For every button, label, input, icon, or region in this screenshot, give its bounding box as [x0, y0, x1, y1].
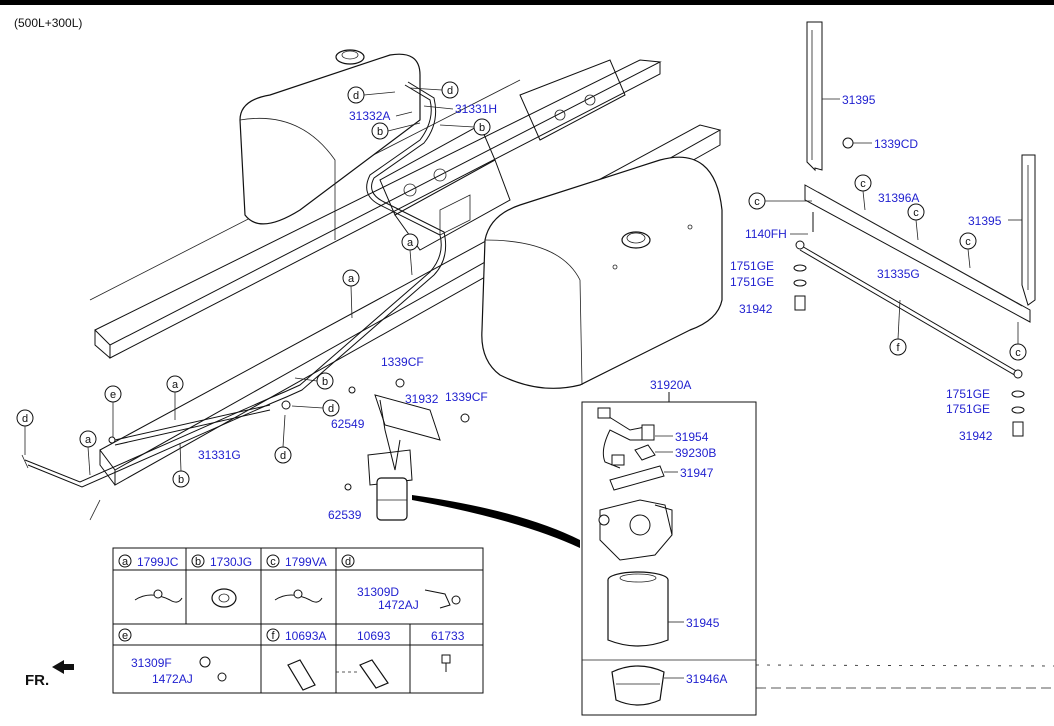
fuel-lines: [21, 81, 447, 488]
filter-bracket: [348, 378, 470, 471]
chassis-frame: [89, 59, 722, 521]
part-31920A: 31920A: [650, 378, 691, 392]
part-1339CD: 1339CD: [874, 137, 918, 151]
legend-a-part: 1799JC: [137, 555, 179, 569]
part-1140FH: 1140FH: [745, 227, 787, 241]
front-direction-label: FR.: [25, 672, 49, 689]
part-31331G: 31331G: [198, 448, 241, 462]
legend-col3-part: 61733: [431, 629, 465, 643]
svg-text:b: b: [195, 556, 201, 568]
svg-text:d: d: [353, 90, 359, 102]
top-border: [0, 0, 1054, 5]
svg-text:a: a: [122, 556, 129, 568]
filter-detail-box: [581, 392, 1054, 716]
legend-e-part2: 1472AJ: [152, 672, 193, 686]
svg-text:b: b: [322, 376, 328, 388]
front-arrow-icon: [52, 660, 74, 674]
svg-text:c: c: [754, 196, 760, 208]
svg-text:b: b: [178, 474, 184, 486]
svg-text:d: d: [328, 403, 334, 415]
fuel-tank-500l: [239, 49, 421, 240]
part-1751GE-2: 1751GE: [730, 275, 774, 289]
part-31932: 31932: [405, 392, 439, 406]
svg-text:d: d: [345, 556, 351, 568]
legend-d-part2: 1472AJ: [378, 598, 419, 612]
part-31396A: 31396A: [878, 191, 919, 205]
part-31946A: 31946A: [686, 672, 727, 686]
part-1339CF-2: 1339CF: [445, 390, 488, 404]
svg-text:a: a: [85, 434, 92, 446]
variant-label: (500L+300L): [14, 16, 82, 30]
part-1751GE-4: 1751GE: [946, 402, 990, 416]
svg-text:e: e: [122, 630, 128, 642]
part-62539: 62539: [328, 508, 362, 522]
part-31954: 31954: [675, 430, 709, 444]
svg-text:a: a: [348, 273, 355, 285]
part-31942-2: 31942: [959, 429, 993, 443]
legend-e-part1: 31309F: [131, 656, 172, 670]
svg-text:c: c: [270, 556, 276, 568]
legend-col2-part: 10693: [357, 629, 391, 643]
legend-table: a 1799JC b 1730JG c 1799VA d 31309D 1472…: [112, 547, 484, 694]
svg-text:e: e: [110, 389, 116, 401]
part-1751GE-1: 1751GE: [730, 259, 774, 273]
fuel-filter-mounted: [344, 449, 413, 521]
part-31332A: 31332A: [349, 109, 390, 123]
svg-text:a: a: [407, 237, 414, 249]
part-31395-top: 31395: [842, 93, 876, 107]
part-31335G: 31335G: [877, 267, 920, 281]
svg-text:c: c: [913, 207, 919, 219]
svg-text:b: b: [479, 122, 485, 134]
detail-pointer: [412, 495, 580, 548]
legend-c-part: 1799VA: [285, 555, 327, 569]
svg-text:f: f: [896, 342, 900, 354]
svg-text:c: c: [860, 178, 866, 190]
legend-f-part: 10693A: [285, 629, 326, 643]
callout-markers: d d b b a a b d a e d a b d c c c c f c: [16, 81, 1027, 488]
svg-text:d: d: [280, 450, 286, 462]
part-62549: 62549: [331, 417, 365, 431]
part-39230B: 39230B: [675, 446, 716, 460]
part-31942-1: 31942: [739, 302, 773, 316]
legend-d-part1: 31309D: [357, 585, 399, 599]
part-31945: 31945: [686, 616, 720, 630]
part-31395-right: 31395: [968, 214, 1002, 228]
svg-text:f: f: [271, 630, 275, 642]
rear-support-assembly: [793, 21, 1036, 437]
svg-text:d: d: [22, 413, 28, 425]
part-31947: 31947: [680, 466, 714, 480]
part-1751GE-3: 1751GE: [946, 387, 990, 401]
part-number-labels: 31395 1339CD 31396A 31395 1140FH 1751GE …: [198, 93, 1022, 686]
legend-b-part: 1730JG: [210, 555, 252, 569]
part-1339CF-1: 1339CF: [381, 355, 424, 369]
svg-text:c: c: [1015, 347, 1021, 359]
svg-text:d: d: [447, 85, 453, 97]
svg-text:c: c: [965, 236, 971, 248]
svg-text:b: b: [377, 126, 383, 138]
svg-text:a: a: [172, 379, 179, 391]
fuel-tank-300l: [481, 156, 723, 389]
part-31331H: 31331H: [455, 102, 497, 116]
